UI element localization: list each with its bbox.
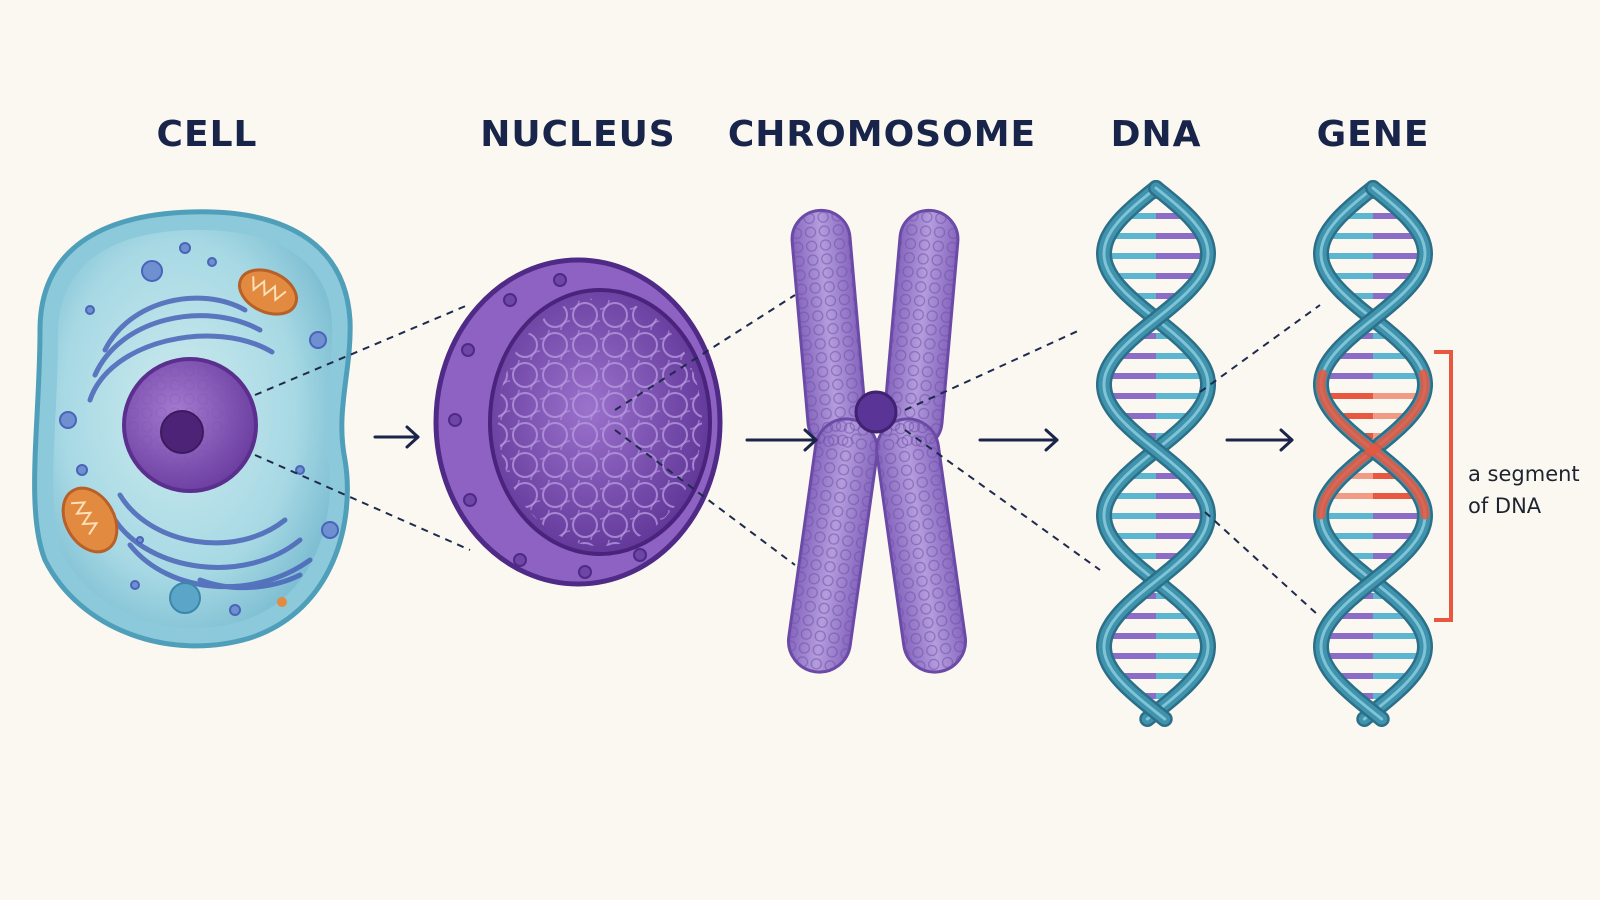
gene-segment-backbone xyxy=(1316,369,1430,520)
cell-illustration xyxy=(32,209,353,649)
gene-segment-backbone xyxy=(1316,369,1430,520)
zoom-guide-lines xyxy=(254,294,1321,616)
mitochondrion xyxy=(238,268,298,316)
gene-double-helix xyxy=(1312,180,1434,727)
gene-annotation-line2: of DNA xyxy=(1468,494,1542,518)
helix-backbone xyxy=(1098,182,1214,725)
nucleus-illustration xyxy=(433,257,723,587)
gene-annotation-line1: a segment xyxy=(1468,462,1580,486)
chromosome-illustration xyxy=(787,208,967,674)
vesicle-orange xyxy=(277,597,287,607)
endoplasmic-reticulum xyxy=(87,295,313,591)
arrow-right-icon xyxy=(978,428,1059,452)
heading-cell: CELL xyxy=(156,114,258,155)
centromere xyxy=(854,390,898,434)
gene-bracket xyxy=(1434,350,1453,622)
gene-annotation: a segment of DNA xyxy=(1468,458,1596,522)
nuclear-pores xyxy=(448,273,647,579)
arrow-right-icon xyxy=(373,425,420,449)
heading-nucleus: NUCLEUS xyxy=(480,114,676,155)
heading-chromosome: CHROMOSOME xyxy=(727,114,1037,155)
heading-gene: GENE xyxy=(1316,114,1430,155)
mitochondrion xyxy=(61,486,119,554)
dna-double-helix xyxy=(1095,180,1217,727)
nucleolus xyxy=(160,410,204,454)
helix-backbone-highlight xyxy=(1102,186,1210,721)
heading-dna: DNA xyxy=(1110,114,1202,155)
cell-nucleus xyxy=(122,357,258,493)
vesicles xyxy=(59,242,339,616)
chromatin xyxy=(498,298,702,546)
arrow-right-icon xyxy=(1225,428,1294,452)
arrow-right-icon xyxy=(745,428,818,452)
